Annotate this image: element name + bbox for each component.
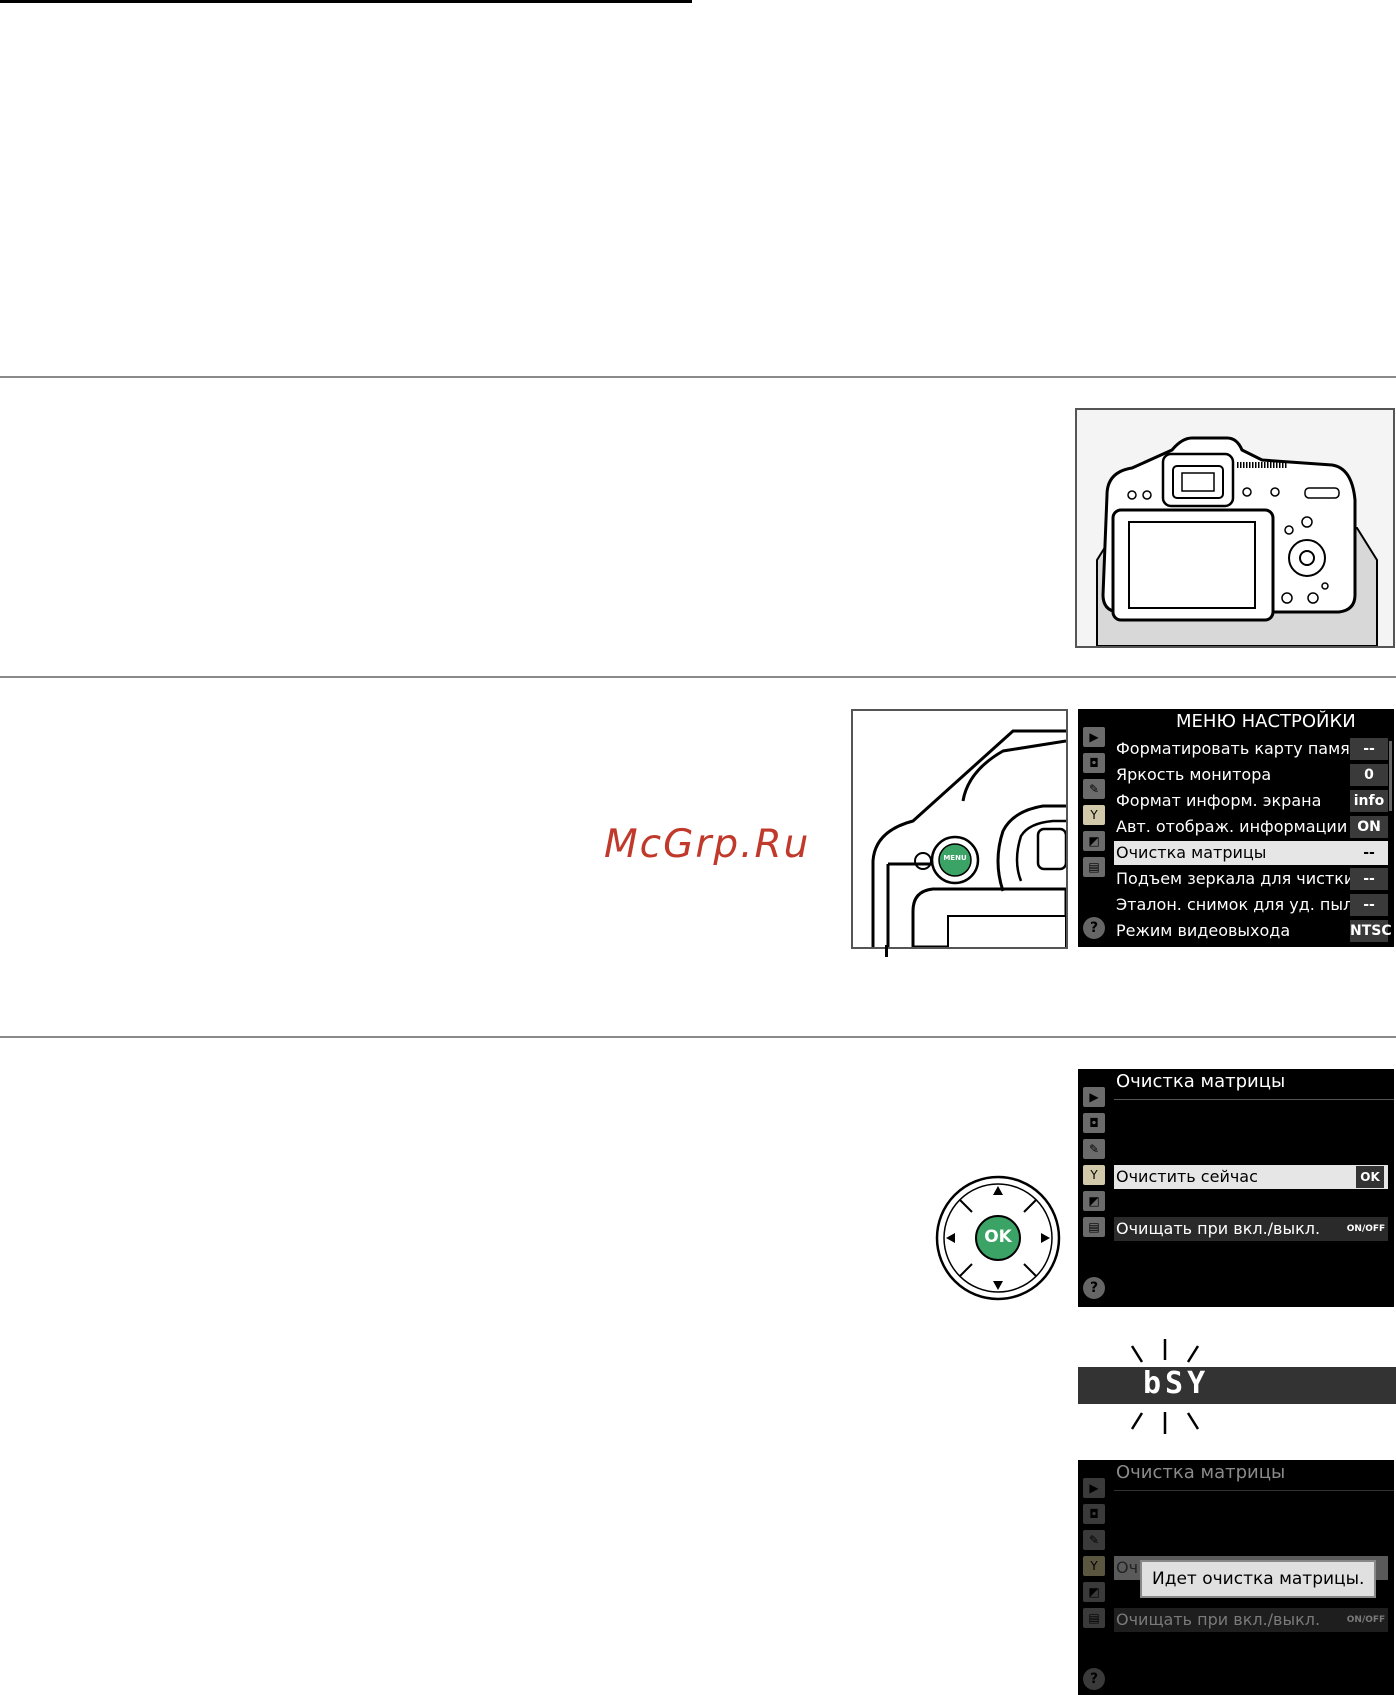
camera-top-drawing — [853, 711, 1066, 947]
help-icon[interactable]: ? — [1083, 1277, 1105, 1299]
menu-sidebar: ▶ ◘ ✎ Y ◩ ▤ ? — [1078, 709, 1110, 947]
blink-rays — [1130, 1339, 1200, 1434]
multi-selector-drawing — [935, 1175, 1061, 1301]
setup-menu-item-label: Подъем зеркала для чистки — [1116, 869, 1355, 888]
setup-menu-item-value: -- — [1350, 842, 1388, 864]
clean-sensor-screen: ▶ ◘ ✎ Y ◩ ▤ ? Очистка матрицы Очистить с… — [1078, 1069, 1394, 1307]
viewfinder-strip — [1078, 1367, 1396, 1404]
clean-now-label: Оч — [1116, 1558, 1139, 1577]
clean-startup-label: Очищать при вкл./выкл. — [1116, 1219, 1321, 1238]
viewfinder-busy-illustration: bSY — [1078, 1338, 1396, 1438]
busy-display: bSY — [1143, 1366, 1210, 1401]
menu-button-label: MENU — [943, 854, 967, 862]
top-rule — [0, 0, 692, 3]
setup-menu-item-value: ON — [1350, 816, 1388, 838]
setup-menu-item-label: Авт. отображ. информации — [1116, 817, 1348, 836]
recent-settings-icon[interactable]: ▤ — [1083, 1217, 1105, 1237]
pencil-icon[interactable]: ✎ — [1083, 779, 1105, 799]
help-icon[interactable]: ? — [1083, 917, 1105, 939]
retouch-icon[interactable]: ◩ — [1083, 831, 1105, 851]
setup-menu-screen: ▶ ◘ ✎ Y ◩ ▤ ? МЕНЮ НАСТРОЙКИ Форматирова… — [1078, 709, 1394, 947]
section-divider-1 — [0, 376, 1396, 378]
menu-sidebar: ▶ ◘ ✎ Y ◩ ▤ ? — [1078, 1069, 1110, 1307]
cleaning-progress-screen: ▶ ◘ ✎ Y ◩ ▤ ? Очистка матрицы Оч Очищать… — [1078, 1460, 1394, 1695]
setup-menu-item[interactable]: Яркость монитора 0 — [1114, 763, 1388, 787]
help-icon[interactable]: ? — [1083, 1668, 1105, 1690]
recent-settings-icon[interactable]: ▤ — [1083, 857, 1105, 877]
retouch-icon[interactable]: ◩ — [1083, 1582, 1105, 1602]
wrench-icon[interactable]: Y — [1083, 805, 1105, 825]
title-underline — [1114, 1490, 1394, 1491]
setup-menu-item[interactable]: Форматировать карту памяти-- — [1114, 737, 1388, 761]
setup-menu-item[interactable]: Режим видеовыхода NTSC — [1114, 919, 1392, 943]
cleaning-popup: Идет очистка матрицы. — [1140, 1560, 1377, 1598]
setup-menu-item[interactable]: Эталон. снимок для уд. пыли-- — [1114, 893, 1388, 917]
setup-menu-item-value: -- — [1350, 894, 1388, 916]
clean-startup-item[interactable]: Очищать при вкл./выкл. ON/OFF — [1114, 1217, 1388, 1241]
power-on-off-icon: ON/OFF — [1344, 1609, 1388, 1631]
section-divider-3 — [0, 1036, 1396, 1038]
wrench-icon[interactable]: Y — [1083, 1556, 1105, 1576]
watermark: McGrp.Ru — [604, 822, 811, 867]
clean-now-item[interactable]: Очистить сейчас OK — [1114, 1165, 1388, 1189]
menu-title: МЕНЮ НАСТРОЙКИ — [1176, 711, 1356, 732]
ok-button[interactable]: OK — [984, 1227, 1012, 1247]
setup-menu-item-label: Яркость монитора — [1116, 765, 1272, 784]
recent-settings-icon[interactable]: ▤ — [1083, 1608, 1105, 1628]
pencil-icon[interactable]: ✎ — [1083, 1139, 1105, 1159]
clean-startup-label: Очищать при вкл./выкл. — [1116, 1610, 1321, 1629]
setup-menu-item[interactable]: Формат информ. экрана info — [1114, 789, 1388, 813]
setup-menu-item-value: NTSC — [1350, 920, 1392, 942]
setup-menu-item-label: Режим видеовыхода — [1116, 921, 1291, 940]
setup-menu-item-value: -- — [1350, 738, 1388, 760]
camera-icon[interactable]: ◘ — [1083, 753, 1105, 773]
menu-sidebar: ▶ ◘ ✎ Y ◩ ▤ ? — [1078, 1460, 1110, 1695]
setup-menu-item-value: -- — [1350, 868, 1388, 890]
setup-menu-item-value: info — [1350, 790, 1388, 812]
setup-menu-item[interactable]: Очистка матрицы -- — [1114, 841, 1388, 865]
multi-selector-illustration: OK — [934, 1174, 1062, 1302]
camera-icon[interactable]: ◘ — [1083, 1113, 1105, 1133]
camera-icon[interactable]: ◘ — [1083, 1504, 1105, 1524]
setup-menu-item-label: Эталон. снимок для уд. пыли — [1116, 895, 1364, 914]
playback-icon[interactable]: ▶ — [1083, 1087, 1105, 1107]
callout-line — [885, 945, 888, 957]
camera-drawing — [1077, 410, 1393, 646]
pencil-icon[interactable]: ✎ — [1083, 1530, 1105, 1550]
playback-icon[interactable]: ▶ — [1083, 1478, 1105, 1498]
power-on-off-icon: ON/OFF — [1344, 1218, 1388, 1240]
title-underline — [1114, 1099, 1394, 1100]
retouch-icon[interactable]: ◩ — [1083, 1191, 1105, 1211]
menu-title: Очистка матрицы — [1116, 1071, 1286, 1092]
playback-icon[interactable]: ▶ — [1083, 727, 1105, 747]
setup-menu-item-value: 0 — [1350, 764, 1388, 786]
wrench-icon[interactable]: Y — [1083, 1165, 1105, 1185]
scrollbar[interactable] — [1389, 741, 1392, 811]
clean-now-label: Очистить сейчас — [1116, 1167, 1258, 1186]
menu-title: Очистка матрицы — [1116, 1462, 1286, 1483]
section-divider-2 — [0, 676, 1396, 678]
setup-menu-item[interactable]: Подъем зеркала для чистки-- — [1114, 867, 1388, 891]
camera-back-illustration — [1075, 408, 1395, 648]
setup-menu-item-label: Форматировать карту памяти — [1116, 739, 1370, 758]
camera-menu-button-illustration: MENU — [851, 709, 1068, 949]
setup-menu-item-label: Формат информ. экрана — [1116, 791, 1322, 810]
ok-icon: OK — [1356, 1166, 1384, 1188]
setup-menu-item-label: Очистка матрицы — [1116, 843, 1267, 862]
clean-startup-item[interactable]: Очищать при вкл./выкл. ON/OFF — [1114, 1608, 1388, 1632]
